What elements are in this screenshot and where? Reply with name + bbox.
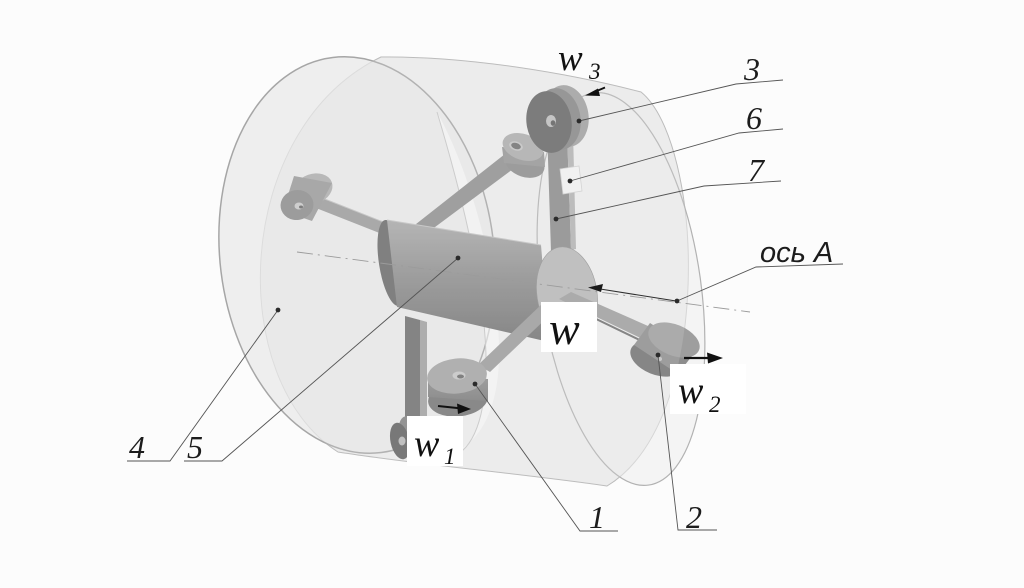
dot-1 [472,381,478,387]
label-2: 2 [686,499,702,535]
axis-arrowhead [588,284,603,292]
counterweight-hub-center [299,205,303,209]
leader-lines [127,79,844,532]
w2-sub: 2 [709,392,721,417]
w3-arrow [585,86,606,96]
axis-arrow-shaft [593,287,677,302]
w-label-box [541,302,597,352]
central-body [377,219,598,342]
w3-label: w 3 [558,38,601,84]
upper-right-arm-assembly [411,133,545,236]
dot-axis [674,298,680,304]
callout-labels: 1 2 3 4 5 6 7 ось А [129,51,833,535]
w3-sub: 3 [588,59,601,84]
upper-right-arm [411,154,517,236]
drum-inner-edge [436,111,487,459]
leader-7 [555,180,782,220]
w-base: w [549,303,580,354]
label-axis-A: ось А [760,237,833,269]
dot-7 [553,216,559,222]
w2-label-box [670,364,746,414]
roller-hole [398,436,406,446]
rotation-arrows [437,86,723,414]
w2-arrow [684,352,723,364]
wheel-2-top [648,322,700,358]
mechanism [280,85,700,460]
dot-5 [455,255,461,261]
w-label: w [541,302,597,354]
wheel-3 [526,85,589,153]
velocity-labels: w 3 w w 1 w 2 [407,38,746,469]
w1-arrowhead [457,403,471,414]
leader-1 [474,383,618,532]
wheel-1-hole [457,374,464,379]
label-5: 5 [187,429,203,465]
w1-arrow [437,403,471,414]
dot-6 [567,178,573,184]
bottom-strut-edge [420,320,427,429]
dot-2 [655,352,661,358]
wheel-3-hub-center [550,120,556,126]
w2-label: w 2 [670,364,746,417]
leader-4 [127,309,279,462]
w2-arrowhead [707,352,723,364]
w2-base: w [678,370,704,412]
drum-front-veil [260,56,689,486]
wheel-1 [427,358,488,417]
label-4: 4 [129,429,145,465]
label-6: 6 [746,100,762,136]
axis-A [296,251,751,313]
w1-sub: 1 [444,444,456,469]
wheel-2 [630,322,700,377]
w3-arrowhead [585,88,600,96]
leader-axis [676,263,844,302]
leader-dots [275,118,680,387]
dot-3 [576,118,582,124]
top-strut [547,128,571,252]
leader-5 [184,257,459,462]
leader-3 [578,79,784,122]
label-3: 3 [743,51,760,87]
label-1: 1 [589,499,605,535]
axis-line [296,251,751,313]
w1-label: w 1 [407,416,463,469]
upper-right-wheel-hole [511,142,521,150]
dot-4 [275,307,281,313]
bottom-strut [405,316,420,429]
label-7: 7 [748,152,766,188]
central-body-top-highlight [386,219,542,246]
w1-base: w [414,423,440,465]
w1-label-box [407,416,463,466]
w3-base: w [558,38,583,79]
central-body-shell [387,220,549,342]
wheel-1-arm [478,303,553,372]
leader-6 [569,128,784,182]
leader-2 [657,354,717,531]
